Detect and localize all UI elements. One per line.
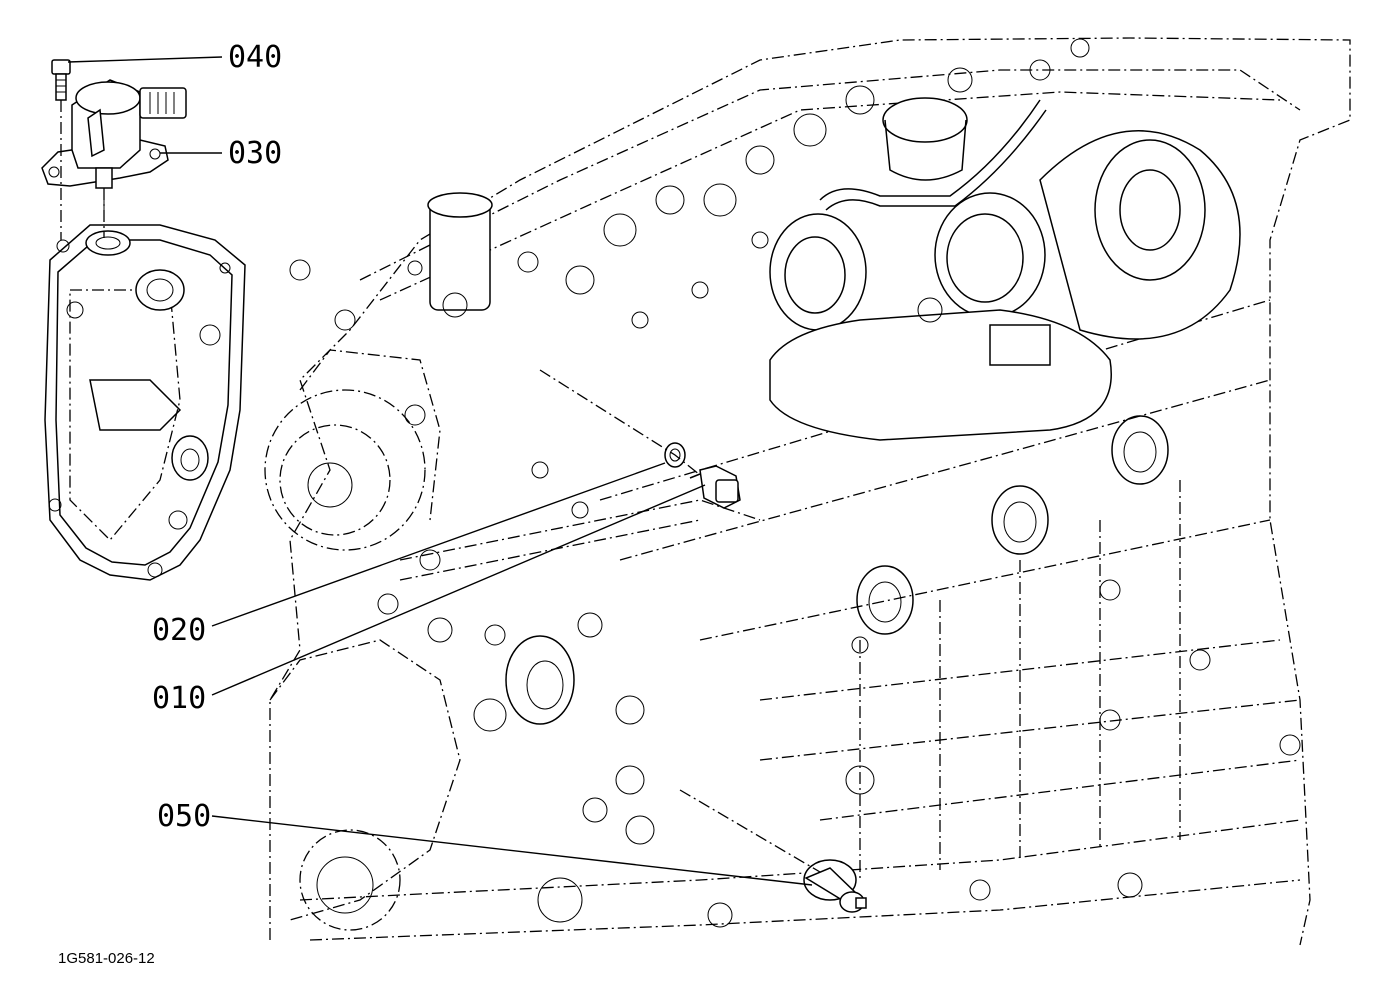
engine-block-illustration [264, 37, 1351, 946]
leader-lines [67, 56, 813, 886]
callout-050: 050 [157, 799, 211, 834]
callout-040: 040 [228, 40, 282, 75]
switch-050-illustration [803, 859, 867, 913]
turbocharger-illustration [769, 97, 1241, 441]
figure-number: 1G581-026-12 [58, 950, 155, 967]
callout-030: 030 [228, 136, 282, 171]
sensor-010-illustration [689, 465, 741, 509]
sensor-030-illustration [41, 79, 187, 238]
bolt-040-illustration [51, 59, 71, 240]
gear-case-illustration [44, 224, 246, 581]
callout-010: 010 [152, 681, 206, 716]
callout-020: 020 [152, 613, 206, 648]
